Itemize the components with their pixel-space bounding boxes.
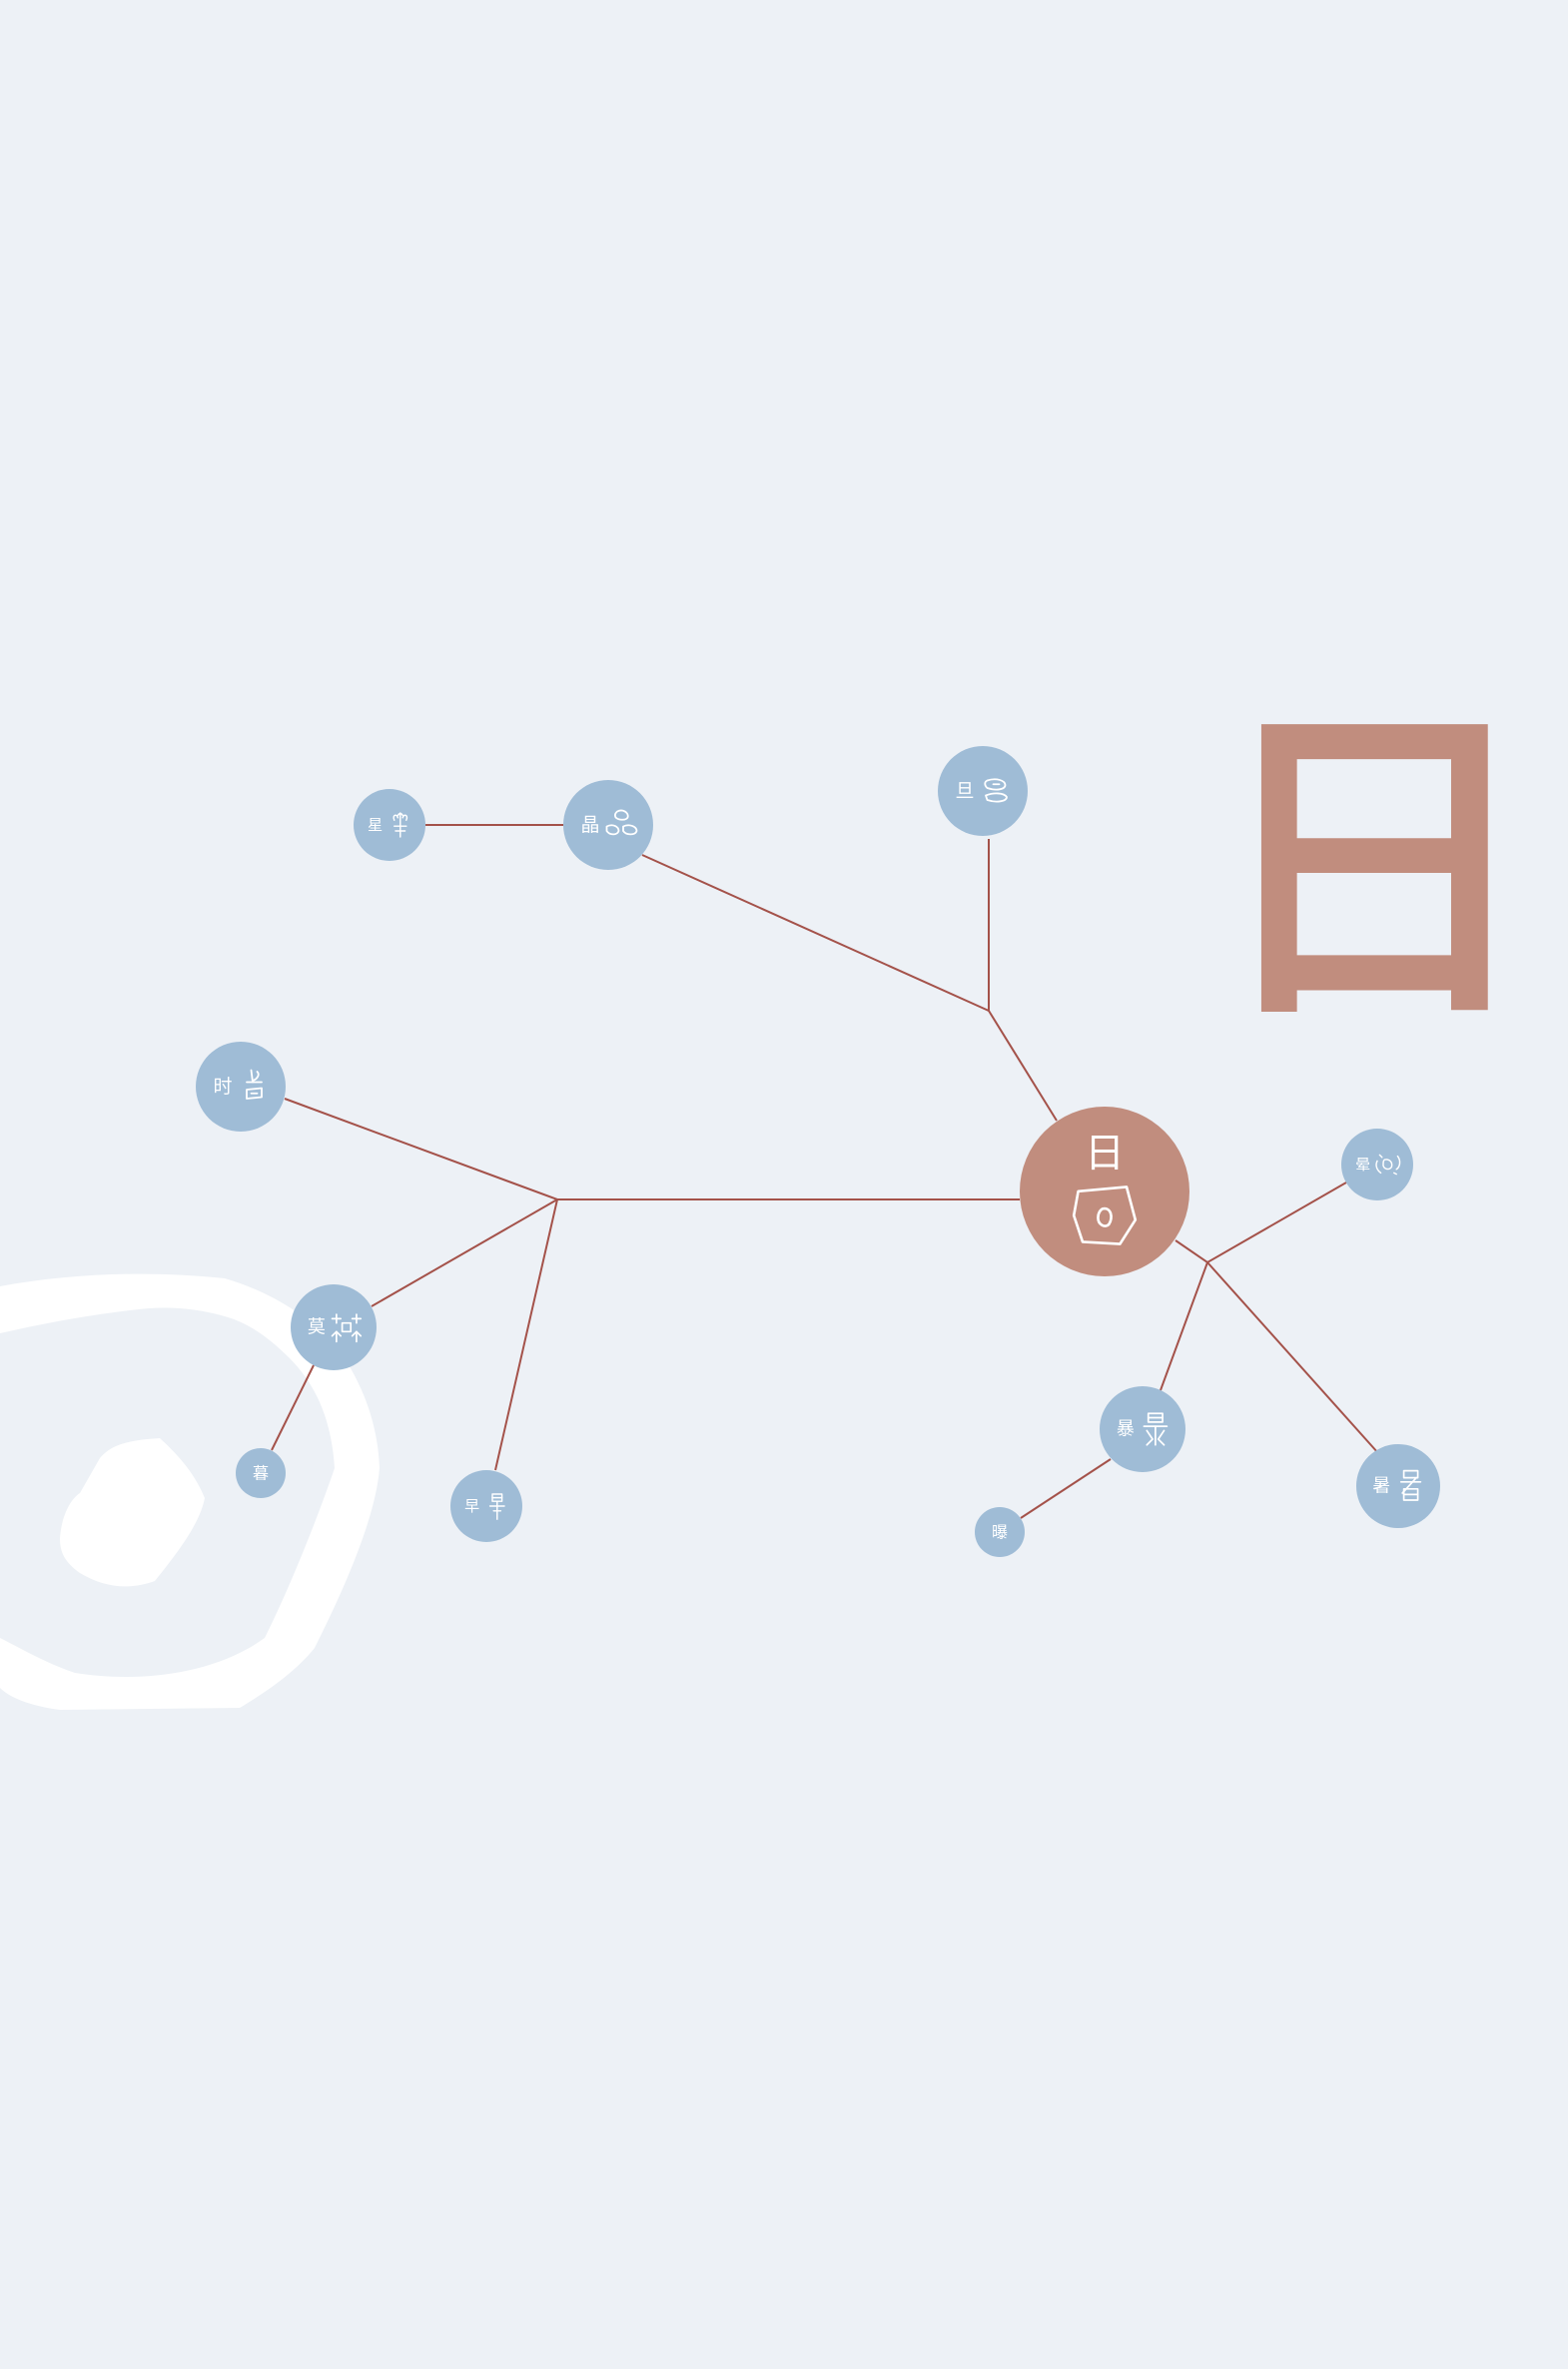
- oracle-ri-icon: [1072, 1185, 1138, 1245]
- node-circle: [354, 789, 425, 861]
- edge-ri-yun: [1175, 1182, 1347, 1264]
- title-char-text: 日: [1208, 674, 1538, 1062]
- edge-dan-jing: [641, 854, 990, 1012]
- node-label: 星: [368, 816, 383, 834]
- oracle-yun-icon: [1375, 1154, 1401, 1176]
- node-mu[interactable]: 暮: [236, 1448, 286, 1498]
- node-shu[interactable]: 暑: [1356, 1444, 1440, 1528]
- oracle-zao-icon: [488, 1493, 505, 1520]
- node-circle: [1356, 1444, 1440, 1528]
- node-label: 日: [1085, 1131, 1125, 1177]
- edge-shi-mo: [371, 1198, 558, 1307]
- node-label: 晶: [580, 814, 599, 836]
- node-mo[interactable]: 莫: [291, 1284, 377, 1370]
- node-circle: [291, 1284, 377, 1370]
- oracle-shu-icon: [1399, 1469, 1422, 1501]
- edge-shi-zao: [494, 1198, 558, 1471]
- node-circle: [236, 1448, 286, 1498]
- node-label: 晕: [1355, 1156, 1370, 1174]
- node-label: 曝: [992, 1523, 1008, 1542]
- oracle-shi-icon: [246, 1069, 263, 1100]
- node-shi[interactable]: 时: [196, 1042, 286, 1132]
- oracle-jing-icon: [605, 809, 638, 836]
- sun-sketch-decoration: [0, 1273, 380, 1710]
- node-zao[interactable]: 早: [450, 1470, 522, 1542]
- node-label: 暑: [1372, 1476, 1390, 1497]
- node-label: 时: [213, 1076, 232, 1098]
- node-label: 暴: [1117, 1419, 1135, 1440]
- node-label: 早: [464, 1497, 479, 1515]
- node-circle: [1341, 1129, 1413, 1200]
- node-jing[interactable]: 晶: [563, 780, 653, 870]
- edge-mo-mu: [271, 1364, 315, 1451]
- node-xing[interactable]: 星: [354, 789, 425, 861]
- node-circle: [1100, 1386, 1185, 1472]
- node-pu[interactable]: 曝: [975, 1507, 1025, 1557]
- oracle-mo-icon: [331, 1313, 363, 1343]
- edge-yun-bao: [1160, 1261, 1208, 1391]
- node-dan[interactable]: 旦: [938, 746, 1028, 836]
- edge-yun-shu: [1206, 1261, 1379, 1454]
- node-label: 暮: [253, 1464, 269, 1483]
- edge-ri-dan: [988, 839, 1058, 1122]
- node-yun[interactable]: 晕: [1341, 1129, 1413, 1200]
- edge-ri-shi: [284, 1098, 1020, 1200]
- oracle-dan-icon: [984, 778, 1008, 803]
- node-circle: [196, 1042, 286, 1132]
- edges-layer: [271, 824, 1379, 1519]
- node-circle: [938, 746, 1028, 836]
- node-label: 旦: [955, 780, 974, 802]
- node-bao[interactable]: 暴: [1100, 1386, 1185, 1472]
- oracle-xing-icon: [392, 812, 408, 838]
- node-ri[interactable]: 日: [1020, 1107, 1189, 1276]
- title-character-ri: 日: [1208, 674, 1538, 1062]
- node-label: 莫: [308, 1317, 326, 1338]
- node-circle: [975, 1507, 1025, 1557]
- oracle-bao-icon: [1143, 1412, 1169, 1446]
- edge-bao-pu: [1020, 1458, 1112, 1519]
- node-circle: [1020, 1107, 1189, 1276]
- node-circle: [450, 1470, 522, 1542]
